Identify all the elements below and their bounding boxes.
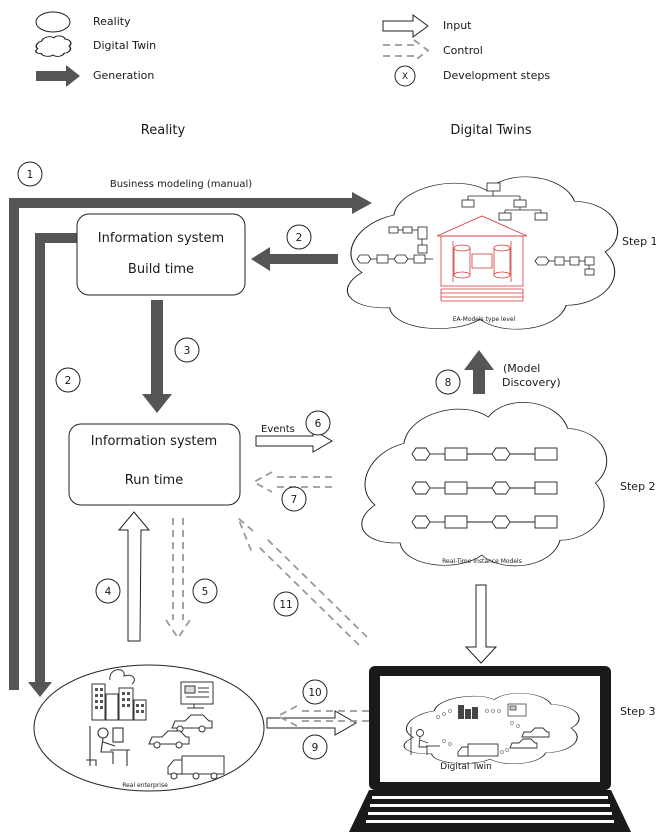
model-discovery-label-1: (Model — [503, 362, 540, 375]
svg-text:10: 10 — [308, 687, 321, 699]
mini-truck-icon — [457, 743, 499, 757]
svg-text:8: 8 — [445, 377, 452, 389]
svg-text:2: 2 — [296, 232, 303, 244]
instance-models-cloud: Real-Time Instance Models — [362, 402, 607, 565]
step-marker-6: 6 — [305, 410, 331, 436]
generation-arrow-buildtime-to-runtime — [142, 300, 172, 413]
org-chart-model — [461, 182, 548, 221]
model-discovery-arrow — [464, 350, 494, 394]
enterprise-architecture-house — [436, 215, 528, 302]
step-1-label: Step 1 — [622, 235, 656, 248]
run-time-title: Information system — [91, 434, 217, 449]
control-arrow-5 — [165, 518, 191, 640]
laptop-twin-cloud: Digital Twin — [404, 693, 579, 772]
build-time-subtitle: Build time — [128, 262, 194, 277]
type-level-cloud-label: EA-Models type level — [453, 316, 516, 323]
legend-input-label: Input — [443, 19, 472, 32]
svg-text:1: 1 — [27, 169, 34, 181]
step-markers: 1 2 2 3 4 5 6 7 — [17, 161, 461, 760]
legend-control-label: Control — [443, 44, 483, 57]
step-marker-4: 4 — [95, 578, 121, 604]
digital-twins-column-header: Digital Twins — [450, 123, 532, 138]
svg-text:7: 7 — [291, 494, 298, 506]
model-discovery-label-2: Discovery) — [502, 376, 561, 389]
reality-column-header: Reality — [141, 123, 186, 138]
truck-icon — [167, 755, 225, 780]
control-arrow-7 — [252, 471, 332, 493]
mini-monitor-icon — [507, 703, 527, 717]
step-marker-9: 9 — [302, 734, 328, 760]
control-arrow-10 — [276, 705, 369, 727]
control-arrow-11 — [237, 517, 368, 646]
mini-worker-icon — [410, 727, 440, 755]
step-2-label: Step 2 — [620, 480, 656, 493]
svg-text:6: 6 — [315, 418, 322, 430]
events-label: Events — [261, 424, 295, 435]
step-marker-7: 7 — [281, 486, 307, 512]
instance-model-rows — [411, 447, 558, 529]
mini-factory-icon — [458, 705, 478, 719]
enterprise-to-runtime-arrow — [117, 511, 151, 642]
car-icon — [148, 714, 213, 749]
input-arrows — [117, 429, 498, 736]
generation-arrow-to-enterprise — [28, 233, 77, 697]
legend-input-arrow — [382, 14, 429, 38]
type-level-cloud: EA-Models type level — [347, 177, 617, 329]
control-arrows — [165, 471, 369, 727]
legend-steps-marker — [394, 65, 416, 87]
enterprise-to-laptop-arrow — [266, 710, 358, 736]
run-time-box: Information system Run time — [68, 423, 241, 506]
legend-generation-label: Generation — [93, 69, 154, 82]
svg-text:5: 5 — [202, 586, 209, 598]
svg-text:11: 11 — [279, 599, 292, 611]
worker-at-desk-icon — [86, 726, 130, 766]
laptop-twin-label: Digital Twin — [440, 762, 492, 772]
legend-development-steps-label: Development steps — [443, 69, 550, 82]
process-chain-right — [534, 256, 595, 276]
legend-digital-twin-label: Digital Twin — [93, 39, 156, 52]
svg-text:4: 4 — [105, 586, 112, 598]
legend-generation-arrow — [36, 65, 80, 87]
generation-arrows — [9, 192, 494, 697]
svg-text:2: 2 — [65, 375, 72, 387]
laptop: Digital Twin — [349, 666, 631, 832]
step-marker-2-top: 2 — [286, 224, 312, 250]
step-marker-11: 11 — [273, 591, 299, 617]
events-arrow — [255, 429, 333, 453]
svg-text:3: 3 — [184, 345, 191, 357]
legend: Reality Digital Twin Generation Input Co… — [35, 11, 550, 87]
step-3-label: Step 3 — [620, 705, 656, 718]
step-marker-10: 10 — [302, 679, 328, 705]
svg-text:9: 9 — [312, 742, 319, 754]
enterprise-label: Real enterprise — [122, 782, 168, 789]
instance-cloud-label: Real-Time Instance Models — [442, 558, 522, 565]
step-marker-3: 3 — [174, 337, 200, 363]
generation-arrow-cloud-to-buildtime — [251, 247, 338, 271]
data-flow-dots — [436, 709, 520, 754]
build-time-box: Information system Build time — [76, 213, 246, 296]
monitor-icon — [180, 681, 214, 709]
build-time-title: Information system — [98, 231, 224, 246]
factory-icon — [91, 669, 147, 721]
business-modeling-label: Business modeling (manual) — [110, 179, 252, 190]
step-marker-8: 8 — [435, 369, 461, 395]
instance-to-laptop-arrow — [464, 584, 498, 664]
process-chain-left — [356, 226, 433, 264]
legend-digital-twin-cloud — [36, 36, 71, 56]
keyboard-keys — [366, 796, 614, 823]
step-marker-5: 5 — [192, 578, 218, 604]
step-marker-1: 1 — [17, 161, 43, 187]
legend-reality-ellipse — [35, 11, 71, 33]
mini-car-icon — [509, 727, 550, 749]
run-time-subtitle: Run time — [125, 473, 183, 488]
real-enterprise: Real enterprise — [33, 664, 265, 792]
step-marker-2-left: 2 — [55, 367, 81, 393]
legend-reality-label: Reality — [93, 15, 131, 28]
legend-control-arrow — [383, 39, 430, 62]
legend-steps-marker-text: X — [402, 72, 408, 82]
